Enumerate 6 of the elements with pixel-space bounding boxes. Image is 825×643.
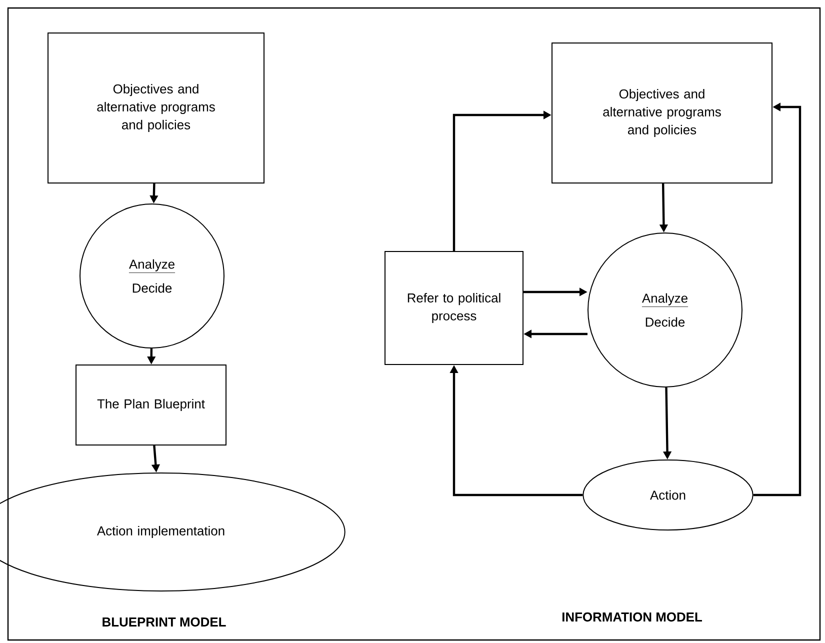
process-box: The Plan Blueprint [76, 364, 226, 446]
process-box: Objectives and alternative programs and policies [48, 32, 264, 184]
model-title: BLUEPRINT MODEL [102, 617, 226, 627]
process-box: Objectives and alternative programs and policies [552, 42, 772, 184]
model-title: INFORMATION MODEL [562, 612, 702, 622]
process-box: Refer to political process [384, 251, 524, 365]
